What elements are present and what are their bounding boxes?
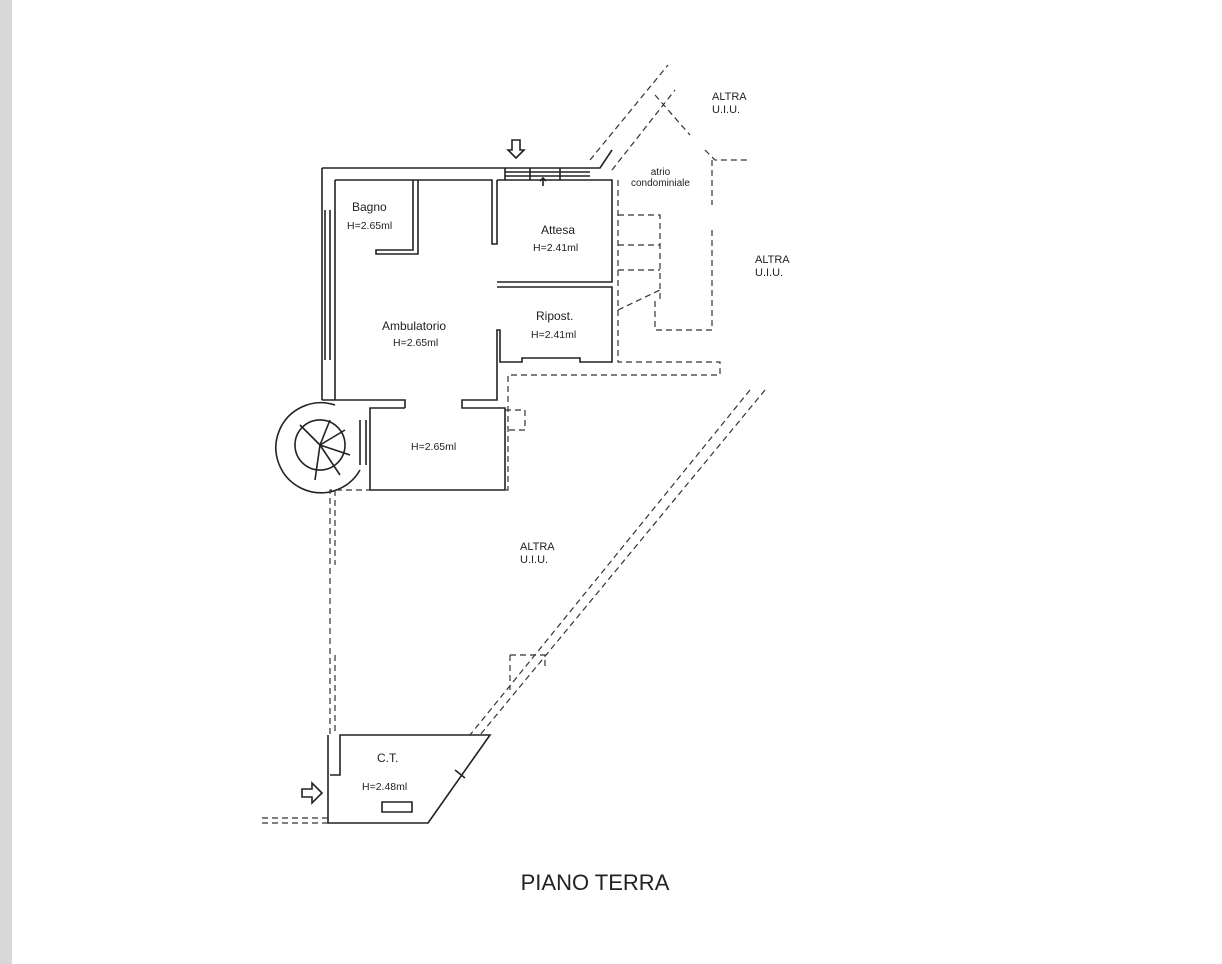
room-attesa-height: H=2.41ml [533,242,579,254]
room-attesa-label: Attesa [541,223,576,237]
spiral-stair [275,401,361,494]
other-unit-label-2: ALTRA U.I.U. [755,254,790,280]
common-area-line2: condominiale [631,178,690,189]
room-lower-height: H=2.65ml [411,441,457,453]
other-unit-line2: U.I.U. [755,267,784,279]
window-top [504,168,590,180]
other-unit-label-1: ALTRA U.I.U. [712,91,747,117]
other-unit-label-3: ALTRA U.I.U. [520,541,555,567]
other-unit-line1: ALTRA [520,541,555,553]
room-ambulatorio-height: H=2.65ml [393,337,439,349]
inner-wall-bagno [335,179,498,255]
other-unit-line1: ALTRA [755,254,790,266]
door-arrow [539,176,547,186]
other-unit-line2: U.I.U. [520,554,549,566]
room-bagno-height: H=2.65ml [347,220,393,232]
window-left [324,210,331,360]
room-ripostiglio-height: H=2.41ml [531,329,577,341]
room-ambulatorio-label: Ambulatorio [382,319,447,333]
other-unit-line1: ALTRA [712,91,747,103]
entry-arrow-top [506,139,526,160]
attesa-walls [369,179,613,491]
room-ct-height: H=2.48ml [362,781,408,793]
floor-title: PIANO TERRA [520,870,670,895]
common-area-label: atrio condominiale [631,167,690,189]
ct-room-walls [327,734,492,824]
outer-wall [321,149,613,408]
entry-arrow-left [301,781,324,805]
page-edge-strip [0,0,12,964]
dashed-boundary [329,64,750,735]
room-ripostiglio-label: Ripost. [536,309,574,323]
room-bagno-label: Bagno [352,200,387,214]
room-ct-label: C.T. [377,751,399,765]
other-unit-line2: U.I.U. [712,104,741,116]
window-lower [359,420,367,465]
common-area-line1: atrio [650,167,671,178]
dashed-diagonal [262,389,766,824]
